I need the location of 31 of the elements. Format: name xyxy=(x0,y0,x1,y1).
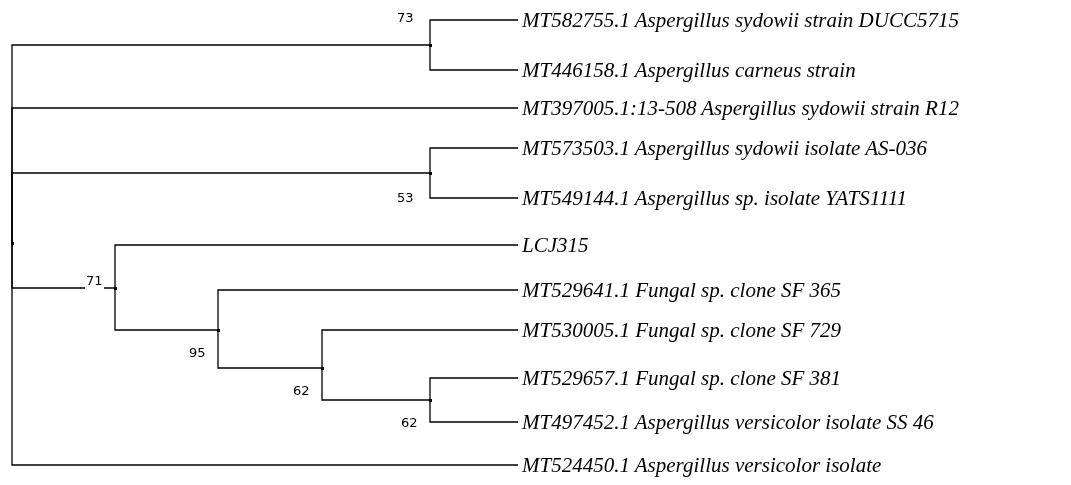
taxon-label: MT497452.1 Aspergillus versicolor isolate SS 46 xyxy=(522,410,934,434)
taxon-label: MT524450.1 Aspergillus versicolor isolate xyxy=(522,453,882,477)
tree-branch xyxy=(217,289,519,331)
tree-branch xyxy=(429,172,519,199)
tree-branch xyxy=(114,287,219,331)
tree-branch xyxy=(429,377,519,401)
tree-branch xyxy=(429,399,519,423)
tree-branch xyxy=(429,147,519,174)
tree-branch xyxy=(114,244,519,289)
tree-branch xyxy=(321,329,519,369)
tree-branch xyxy=(11,172,431,244)
taxon-label: MT397005.1:13-508 Aspergillus sydowii strain R12 xyxy=(522,96,959,120)
taxon-label: MT573503.1 Aspergillus sydowii isolate AS-036 xyxy=(522,136,928,160)
taxon-label: MT446158.1 Aspergillus carneus strain xyxy=(522,58,856,82)
taxon-label: MT549144.1 Aspergillus sp. isolate YATS1111 xyxy=(522,186,908,210)
tree-branch xyxy=(11,242,519,466)
tree-node xyxy=(429,44,432,47)
tree-node xyxy=(429,172,432,175)
taxon-label: MT529657.1 Fungal sp. clone SF 381 xyxy=(522,366,842,390)
taxon-label: LCJ315 xyxy=(522,233,589,257)
tree-node xyxy=(217,329,220,332)
taxon-label: MT529641.1 Fungal sp. clone SF 365 xyxy=(522,278,842,302)
tree-branch xyxy=(429,44,519,71)
tree-node xyxy=(114,287,117,290)
tree-branch xyxy=(429,19,519,46)
tree-branch xyxy=(321,367,431,401)
tree-node xyxy=(429,399,432,402)
tree-branch xyxy=(217,329,323,369)
taxon-label: MT582755.1 Aspergillus sydowii strain DUCC5715 xyxy=(522,8,959,32)
tree-node xyxy=(321,367,324,370)
taxon-label: MT530005.1 Fungal sp. clone SF 729 xyxy=(522,318,842,342)
